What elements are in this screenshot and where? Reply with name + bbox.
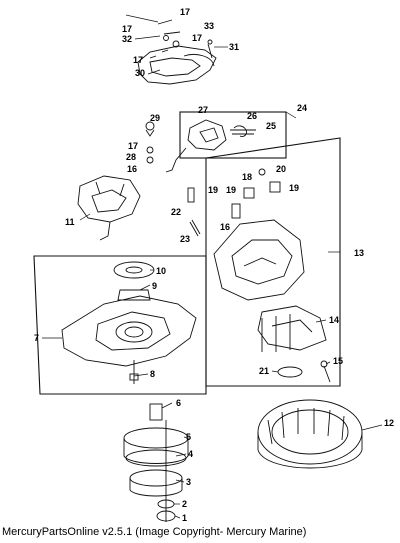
callout-25: 25 bbox=[266, 121, 276, 131]
callout-3: 3 bbox=[186, 477, 191, 487]
callout-4: 4 bbox=[188, 449, 193, 459]
footer-app-version: MercuryPartsOnline v2.5.1 bbox=[2, 526, 133, 538]
end-frame-drawing bbox=[61, 261, 197, 384]
callout-10: 10 bbox=[156, 266, 166, 276]
rectifier-drawing bbox=[213, 168, 331, 383]
callout-11: 11 bbox=[65, 217, 75, 227]
callout-20: 20 bbox=[276, 164, 286, 174]
callout-22: 22 bbox=[171, 207, 181, 217]
callout-17: 17 bbox=[122, 24, 132, 34]
callout-6: 6 bbox=[176, 398, 181, 408]
callout-17: 19 bbox=[208, 185, 218, 195]
callout-8: 8 bbox=[150, 369, 155, 379]
callout-15: 15 bbox=[333, 356, 343, 366]
callout-7: 7 bbox=[34, 333, 39, 343]
callout-19: 19 bbox=[289, 183, 299, 193]
stator-drawing bbox=[257, 399, 363, 469]
callout-2: 2 bbox=[182, 499, 187, 509]
callout-12: 12 bbox=[384, 418, 394, 428]
callout-29: 29 bbox=[150, 113, 160, 123]
callout-17: 17 bbox=[128, 141, 138, 151]
bracket-assembly-drawing bbox=[137, 19, 217, 85]
part-callouts: 17 17 33 32 17 31 17 30 27 24 26 29 25 1… bbox=[34, 7, 394, 523]
callout-18: 19 bbox=[226, 185, 236, 195]
callout-28: 28 bbox=[126, 152, 136, 162]
callout-16: 16 bbox=[220, 222, 230, 232]
rotor-drawing bbox=[123, 403, 189, 522]
callout-14: 14 bbox=[329, 315, 339, 325]
callout-30: 30 bbox=[135, 68, 145, 78]
drive-end-housing-drawing bbox=[77, 175, 141, 241]
callout-17: 18 bbox=[242, 172, 252, 182]
brush-holder-drawing bbox=[145, 119, 256, 173]
callout-33: 33 bbox=[204, 21, 214, 31]
callout-24: 24 bbox=[297, 103, 307, 113]
rectifier-box bbox=[205, 137, 341, 387]
callout-27: 27 bbox=[198, 105, 208, 115]
callout-23: 23 bbox=[180, 234, 190, 244]
callout-9: 9 bbox=[152, 281, 157, 291]
callout-32: 32 bbox=[122, 34, 132, 44]
callout-5: 5 bbox=[186, 432, 191, 442]
callout-17: 17 bbox=[180, 7, 190, 17]
screw-hardware-drawing bbox=[187, 187, 201, 237]
footer-copyright: (Image Copyright- Mercury Marine) bbox=[135, 526, 307, 538]
footer-caption: MercuryPartsOnline v2.5.1 (Image Copyrig… bbox=[2, 526, 306, 538]
callout-1: 1 bbox=[182, 513, 187, 523]
callout-17: 17 bbox=[133, 55, 143, 65]
leader-lines bbox=[42, 14, 383, 519]
callout-17: 17 bbox=[192, 33, 202, 43]
end-frame-box bbox=[33, 255, 207, 395]
brush-holder-box bbox=[179, 111, 287, 159]
callout-26: 26 bbox=[247, 111, 257, 121]
callout-31: 31 bbox=[229, 42, 239, 52]
callout-13: 13 bbox=[354, 248, 364, 258]
callout-21: 21 bbox=[259, 366, 269, 376]
callout-16: 16 bbox=[127, 164, 137, 174]
